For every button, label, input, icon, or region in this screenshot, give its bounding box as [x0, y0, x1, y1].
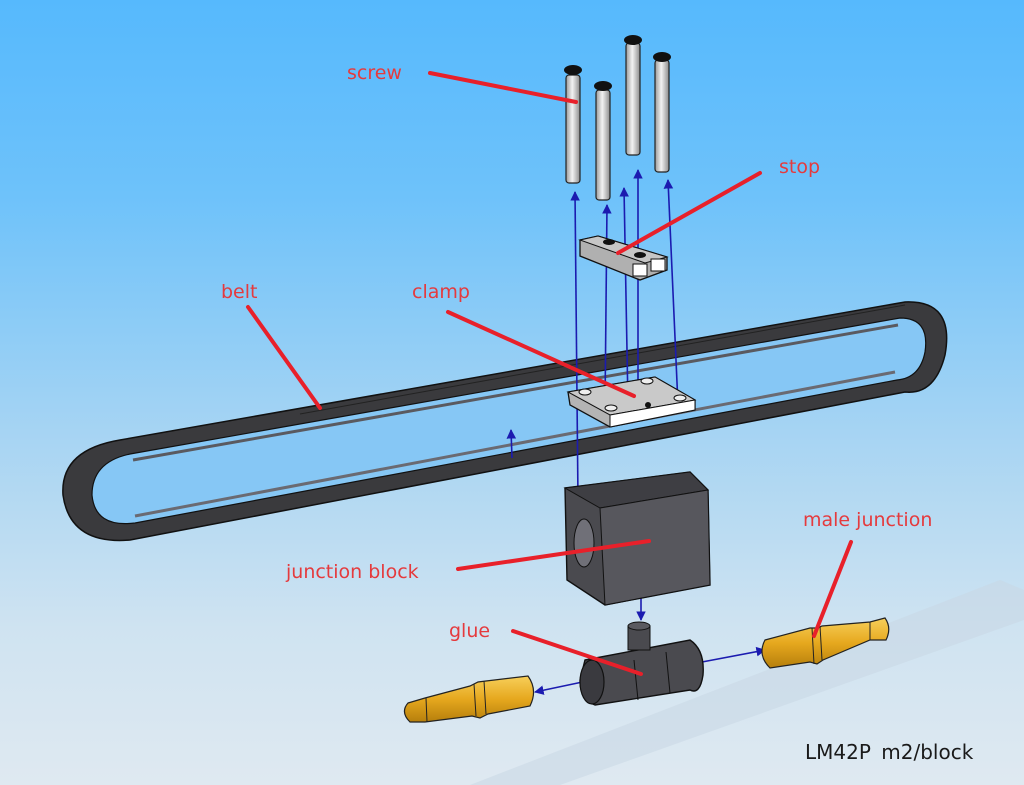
- label-belt: belt: [221, 281, 258, 303]
- male-junction-right: [761, 617, 890, 669]
- screw-2: [594, 81, 612, 201]
- label-clamp: clamp: [412, 281, 470, 303]
- leader-glue: [511, 629, 643, 676]
- screw-part: [564, 35, 671, 201]
- label-glue: glue: [449, 620, 491, 642]
- label-screw: screw: [347, 62, 402, 84]
- label-male-junction: male junction: [803, 509, 933, 531]
- label-junction-block: junction block: [286, 561, 419, 583]
- male-junction-left: [403, 675, 535, 723]
- leader-junction-block: [456, 539, 651, 571]
- drawing-caption: LM42P m2/block: [805, 740, 974, 764]
- junction-block-part: [563, 471, 711, 606]
- label-stop: stop: [779, 156, 821, 178]
- leader-stop: [616, 171, 762, 255]
- screw-4: [653, 52, 671, 173]
- belt-part: [62, 301, 948, 542]
- leader-clamp: [446, 310, 636, 398]
- screw-3: [624, 35, 642, 156]
- leader-belt: [246, 305, 322, 410]
- stop-part: [578, 235, 669, 281]
- screw-1: [564, 65, 582, 184]
- leader-male-junction: [812, 540, 853, 638]
- leader-screw: [428, 71, 578, 104]
- leader-lines: [246, 71, 853, 676]
- glue-part: [579, 621, 704, 706]
